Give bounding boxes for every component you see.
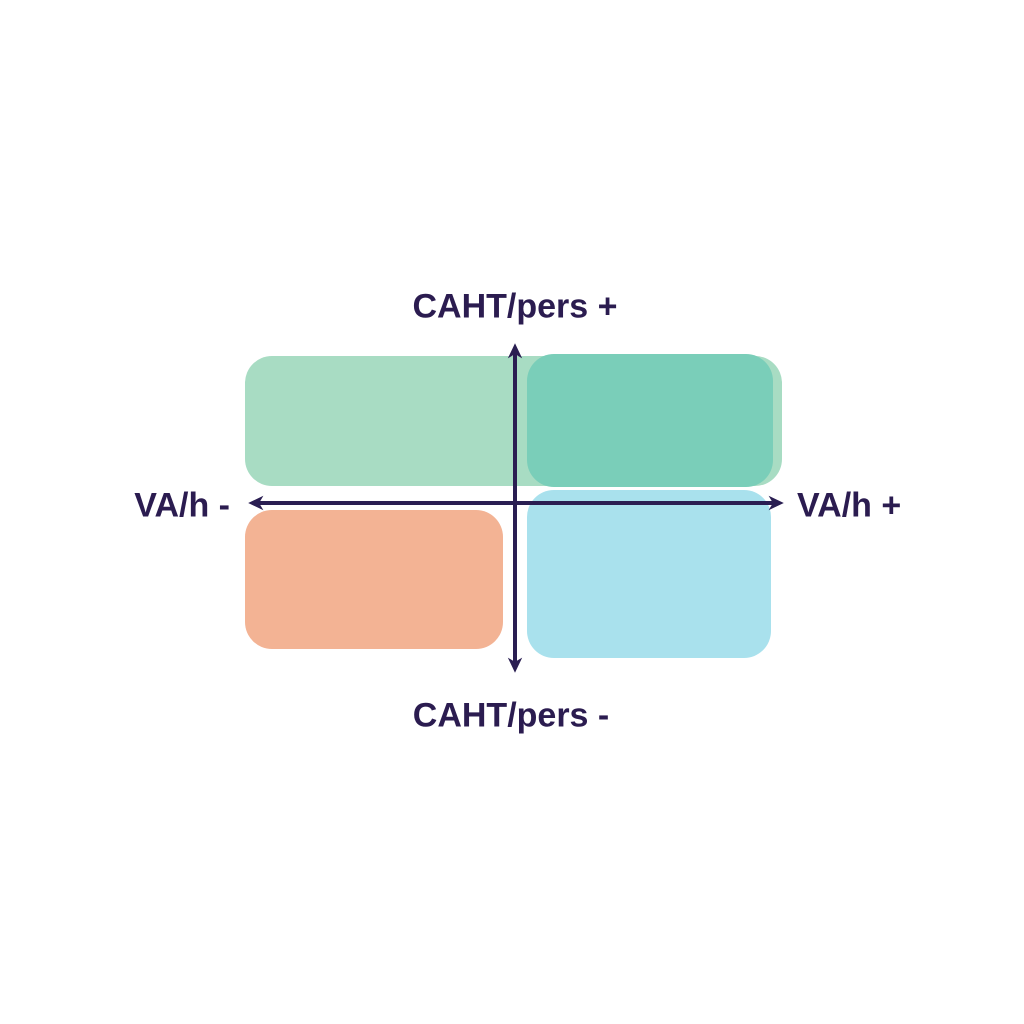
axis-label-right: VA/h +	[797, 486, 902, 525]
axis-label-bottom: CAHT/pers -	[412, 696, 610, 735]
axis-label-left: VA/h -	[134, 486, 230, 525]
quadrant-top-right	[527, 354, 773, 487]
quadrant-bottom-right	[527, 490, 771, 658]
axis-label-top: CAHT/pers +	[412, 287, 618, 326]
quadrant-bottom-left	[245, 510, 503, 649]
